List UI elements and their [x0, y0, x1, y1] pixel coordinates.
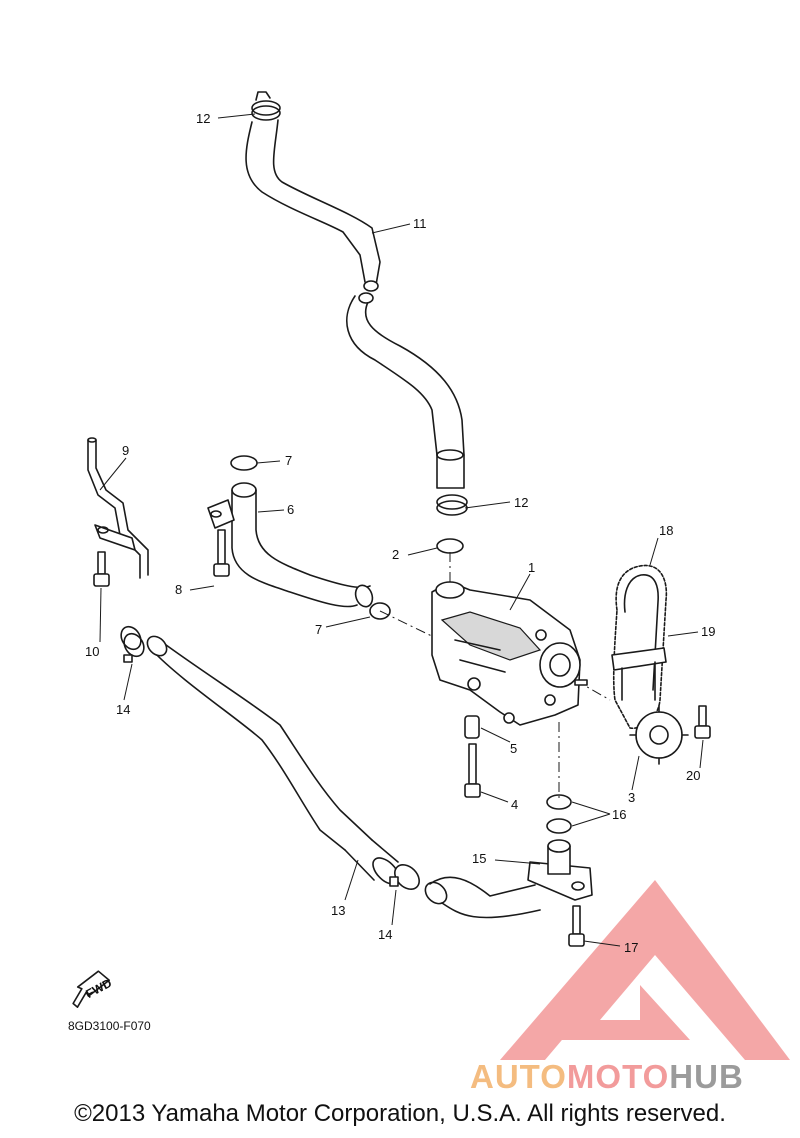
bolt-8 — [213, 529, 230, 577]
o-ring-7-upper — [230, 455, 258, 471]
svg-text:AUTOMOTOHUB: AUTOMOTOHUB — [470, 1058, 744, 1095]
upper-hose-clamp — [251, 91, 281, 121]
callout-1: 1 — [528, 560, 535, 575]
watermark-auto: AUTO — [470, 1058, 567, 1095]
callout-14-upper: 14 — [116, 702, 130, 717]
callout-11: 11 — [413, 216, 427, 231]
callout-10: 10 — [85, 644, 99, 659]
watermark-wordmark: AUTOMOTOHUB — [470, 1058, 744, 1095]
callout-12-upper: 12 — [196, 111, 210, 126]
callout-8: 8 — [175, 582, 182, 597]
callout-7-lower: 7 — [315, 622, 322, 637]
o-ring-16-lower — [546, 818, 572, 834]
connecting-pipe — [424, 876, 541, 919]
callout-16: 16 — [612, 807, 626, 822]
lower-hose-clamp — [436, 494, 468, 516]
dowel-pin-5 — [464, 715, 480, 739]
chain-guide — [611, 647, 667, 701]
watermark-logo — [500, 880, 790, 1060]
callout-20: 20 — [686, 768, 700, 783]
pump-sprocket — [629, 705, 689, 765]
callout-13: 13 — [331, 903, 345, 918]
callout-7-upper: 7 — [285, 453, 292, 468]
copyright-notice: ©2013 Yamaha Motor Corporation, U.S.A. A… — [74, 1100, 726, 1127]
o-ring-2 — [436, 538, 464, 554]
o-ring-7-lower — [369, 602, 391, 620]
callout-3: 3 — [628, 790, 635, 805]
bolt-10 — [93, 551, 110, 587]
o-ring-16-upper — [546, 794, 572, 810]
callout-2: 2 — [392, 547, 399, 562]
callout-18: 18 — [659, 523, 673, 538]
callout-17: 17 — [624, 940, 638, 955]
oil-pipe-fitting — [527, 839, 593, 901]
return-hose — [146, 635, 400, 885]
watermark-moto: MOTO — [567, 1058, 669, 1095]
fwd-arrow-icon: FWD — [72, 970, 114, 1008]
callout-15: 15 — [472, 851, 486, 866]
oil-pump-assembly — [431, 581, 588, 726]
oil-pipe — [87, 437, 149, 579]
bolt-4 — [464, 743, 481, 798]
callout-14-lower: 14 — [378, 927, 392, 942]
callout-12-lower: 12 — [514, 495, 528, 510]
watermark-hub: HUB — [669, 1058, 744, 1095]
bolt-20 — [694, 705, 711, 739]
hose-clamp-14-upper — [120, 625, 145, 663]
leader-lines — [99, 113, 704, 947]
breather-hose — [245, 119, 465, 489]
drive-chain — [612, 564, 668, 729]
callout-19: 19 — [701, 624, 715, 639]
callout-6: 6 — [287, 502, 294, 517]
oil-delivery-pipe — [207, 482, 374, 608]
callout-4: 4 — [511, 797, 518, 812]
drawing-code: 8GD3100-F070 — [68, 1019, 151, 1033]
bolt-17 — [568, 905, 585, 947]
hose-clamp-14-lower — [389, 864, 420, 890]
callout-9: 9 — [122, 443, 129, 458]
callout-5: 5 — [510, 741, 517, 756]
callout-labels: 12 11 9 7 12 6 18 2 1 8 7 19 10 14 5 20 … — [85, 111, 715, 955]
